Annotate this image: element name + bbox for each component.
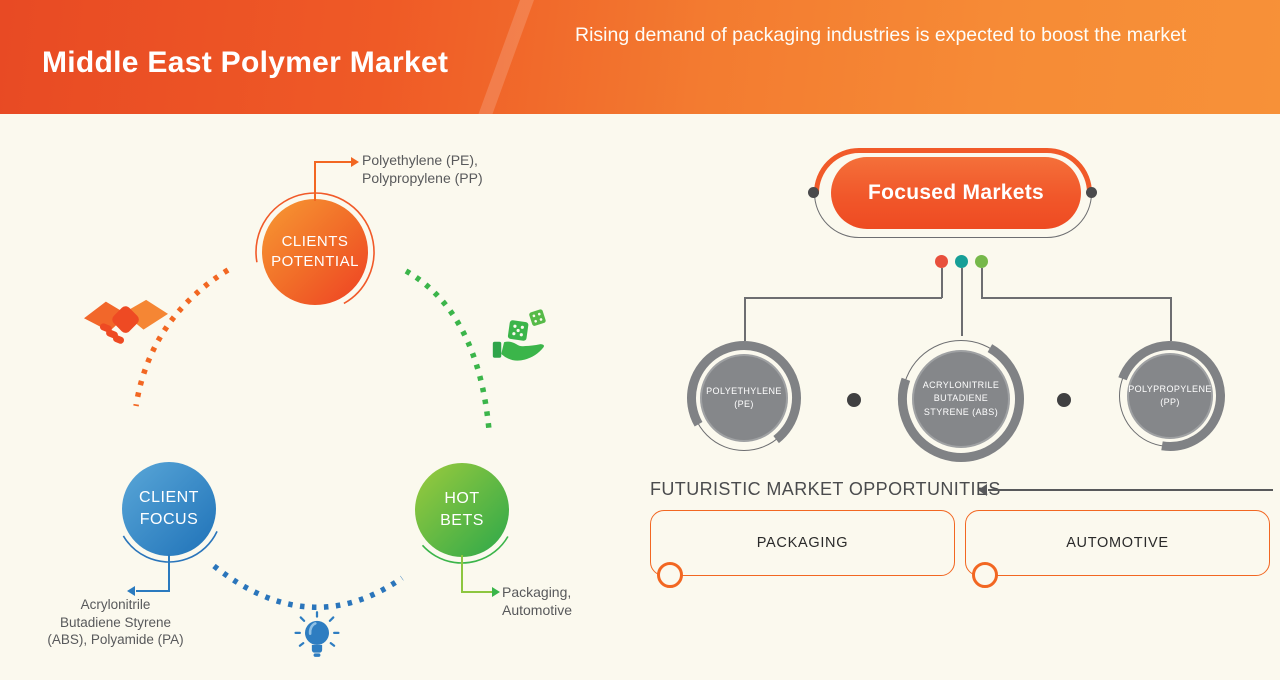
arrow-right-icon: [351, 157, 359, 167]
teal-dot: [955, 255, 968, 268]
separator-dot: [847, 393, 861, 407]
focused-markets-pill: Focused Markets: [831, 157, 1081, 229]
arrow-right-icon: [492, 587, 500, 597]
page-subtitle: Rising demand of packaging industries is…: [575, 24, 1187, 46]
opportunity-box-packaging: PACKAGING: [650, 510, 955, 588]
handshake-icon: [84, 299, 168, 344]
clients-potential-callout: Polyethylene (PE), Polypropylene (PP): [362, 152, 483, 187]
node-label: POLYETHYLENE (PE): [700, 354, 788, 442]
header-diagonal-divider: [478, 0, 534, 114]
connector-line: [941, 268, 943, 298]
page-title: Middle East Polymer Market: [42, 46, 449, 79]
connector-line: [136, 590, 170, 592]
connector-line: [314, 161, 316, 201]
red-dot: [935, 255, 948, 268]
client-focus-callout: Acrylonitrile Butadiene Styrene (ABS), P…: [47, 597, 184, 648]
client-focus-bubble: CLIENT FOCUS: [122, 462, 216, 556]
connector-line: [1170, 297, 1172, 341]
node-ring: [898, 336, 1024, 463]
node-polyethylene: POLYETHYLENE (PE): [686, 340, 802, 456]
node-polypropylene: POLYPROPYLENE (PP): [1114, 340, 1226, 452]
capsule-end-dot: [808, 187, 819, 198]
hot-bets-bubble: HOT BETS: [415, 463, 509, 557]
connector-line: [744, 297, 942, 299]
opportunity-label: PACKAGING: [756, 535, 849, 551]
node-ring: [1115, 341, 1225, 451]
connector-line: [168, 554, 170, 592]
connector-line: [744, 297, 746, 341]
node-abs: ACRYLONITRILE BUTADIENE STYRENE (ABS): [897, 335, 1025, 463]
connector-line: [981, 297, 1171, 299]
node-ring: [687, 341, 801, 456]
separator-dot: [1057, 393, 1071, 407]
hot-bets-callout: Packaging, Automotive: [502, 584, 573, 619]
node-label: ACRYLONITRILE BUTADIENE STYRENE (ABS): [912, 350, 1010, 448]
opportunity-label: AUTOMOTIVE: [1066, 535, 1169, 551]
lightbulb-icon: [294, 611, 340, 657]
header-banner: Middle East Polymer Market Rising demand…: [0, 0, 1280, 114]
green-dot: [975, 255, 988, 268]
opportunities-heading: FUTURISTIC MARKET OPPORTUNITIES: [650, 479, 1001, 499]
arrow-left-icon: [978, 484, 987, 496]
corner-ring-icon: [657, 562, 683, 588]
node-label: POLYPROPYLENE (PP): [1127, 353, 1213, 439]
connector-line: [314, 161, 352, 163]
connector-line: [981, 268, 983, 298]
dice-hand-icon: [492, 309, 546, 361]
connector-line: [961, 268, 963, 336]
arrow-left-icon: [127, 586, 135, 596]
capsule-end-dot: [1086, 187, 1097, 198]
corner-ring-icon: [972, 562, 998, 588]
clients-potential-bubble: CLIENTS POTENTIAL: [262, 199, 368, 305]
connector-line: [988, 489, 1273, 491]
connector-line: [461, 555, 463, 593]
connector-line: [461, 591, 493, 593]
opportunity-box-automotive: AUTOMOTIVE: [965, 510, 1270, 588]
